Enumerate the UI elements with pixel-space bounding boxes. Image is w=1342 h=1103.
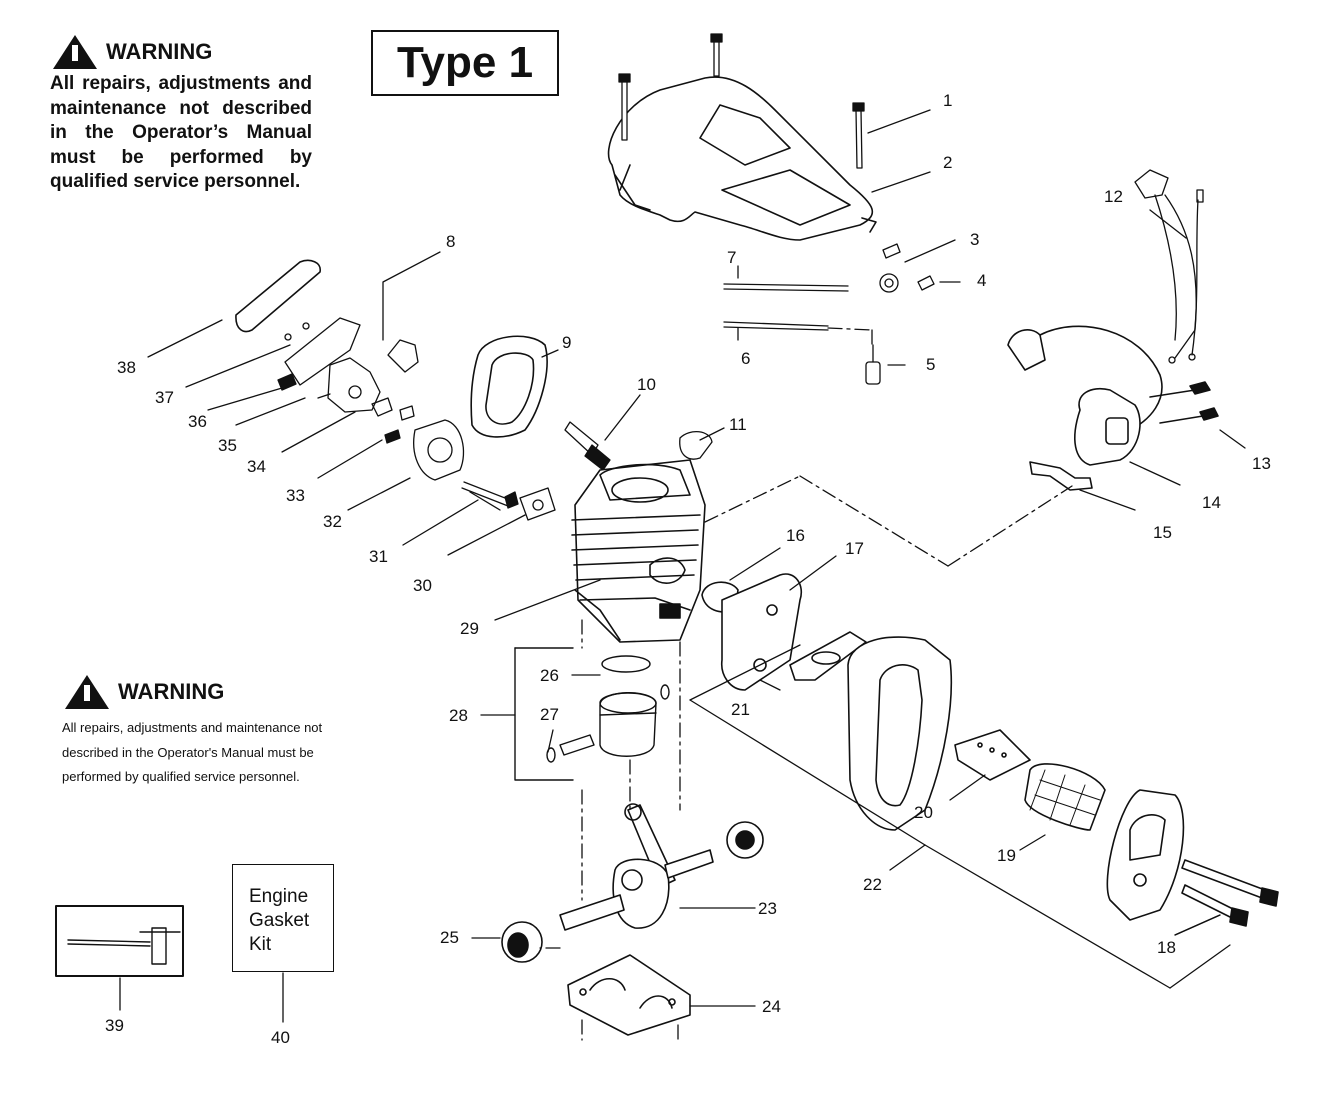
callout-29: 29 xyxy=(460,619,479,638)
callout-18: 18 xyxy=(1157,938,1176,957)
callout-32: 32 xyxy=(323,512,342,531)
callout-11: 11 xyxy=(729,415,747,434)
warning-top-title: WARNING xyxy=(106,39,213,64)
warning-bottom-heading: WARNING xyxy=(64,674,224,710)
piston-assembly-part xyxy=(514,647,670,781)
cylinder-cover-part xyxy=(607,76,877,241)
callout-34: 34 xyxy=(247,457,266,476)
callout-22: 22 xyxy=(863,875,882,894)
warning-triangle-icon xyxy=(53,35,97,69)
callout-1: 1 xyxy=(943,91,952,110)
warning-top-heading: WARNING xyxy=(52,34,212,70)
callout-27: 27 xyxy=(540,705,559,724)
air-filter-part xyxy=(235,259,321,333)
bolt-part xyxy=(618,33,865,169)
callout-8: 8 xyxy=(446,232,455,251)
callout-9: 9 xyxy=(562,333,571,352)
callout-3: 3 xyxy=(970,230,979,249)
warning-bottom-line: All repairs, adjustments and maintenance… xyxy=(62,720,323,735)
callout-25: 25 xyxy=(440,928,459,947)
callout-19: 19 xyxy=(997,846,1016,865)
callout-26: 26 xyxy=(540,666,559,685)
diagram-type-label: Type 1 xyxy=(371,30,559,96)
alignment-lines xyxy=(539,327,1073,1041)
callout-38: 38 xyxy=(117,358,136,377)
callout-20: 20 xyxy=(914,803,933,822)
warning-bottom-title: WARNING xyxy=(118,679,225,704)
warning-bottom-text: All repairs, adjustments and maintenance… xyxy=(62,716,368,790)
callout-leaders xyxy=(119,109,1246,1023)
callout-10: 10 xyxy=(637,375,656,394)
small-hardware-parts xyxy=(723,243,935,385)
warning-bottom-line: performed by qualified service personnel… xyxy=(62,769,300,784)
callout-23: 23 xyxy=(758,899,777,918)
intake-boot-part xyxy=(470,335,548,438)
callout-33: 33 xyxy=(286,486,305,505)
callout-21: 21 xyxy=(731,700,750,719)
crankcase-part xyxy=(567,954,691,1036)
engine-gasket-kit-box: Engine Gasket Kit xyxy=(232,864,334,972)
tool-part xyxy=(55,905,184,977)
muffler-assembly-part xyxy=(701,573,1279,927)
callout-28: 28 xyxy=(449,706,468,725)
callout-24: 24 xyxy=(762,997,781,1016)
callout-36: 36 xyxy=(188,412,207,431)
warning-bottom-line: described in the Operator's Manual must … xyxy=(62,744,314,760)
kit-line: Kit xyxy=(249,934,272,955)
kit-line: Gasket xyxy=(249,910,310,931)
cylinder-part xyxy=(571,459,706,643)
callout-12: 12 xyxy=(1104,187,1123,206)
callout-31: 31 xyxy=(369,547,388,566)
callout-14: 14 xyxy=(1202,493,1221,512)
callout-37: 37 xyxy=(155,388,174,407)
callout-40: 40 xyxy=(271,1028,290,1047)
callout-2: 2 xyxy=(943,153,952,172)
callout-7: 7 xyxy=(727,248,736,267)
callout-17: 17 xyxy=(845,539,864,558)
kit-line: Engine xyxy=(249,886,309,907)
ignition-module-part xyxy=(1007,325,1219,491)
callout-13: 13 xyxy=(1252,454,1271,473)
warning-top-text: All repairs, adjustments and maintenance… xyxy=(50,73,312,192)
callout-30: 30 xyxy=(413,576,432,595)
callout-35: 35 xyxy=(218,436,237,455)
callout-15: 15 xyxy=(1153,523,1172,542)
cylinder-bolts-part xyxy=(461,481,556,521)
callout-39: 39 xyxy=(105,1016,124,1035)
carburetor-parts xyxy=(277,317,465,481)
callout-5: 5 xyxy=(926,355,935,374)
callout-16: 16 xyxy=(786,526,805,545)
warning-triangle-icon xyxy=(65,675,109,709)
callout-4: 4 xyxy=(977,271,986,290)
crankshaft-part xyxy=(501,803,764,963)
callout-numbers: 1 2 3 4 5 6 7 8 9 10 11 12 13 14 15 16 1… xyxy=(105,91,1271,1047)
wiring-harness-part xyxy=(1134,169,1204,364)
callout-6: 6 xyxy=(741,349,750,368)
